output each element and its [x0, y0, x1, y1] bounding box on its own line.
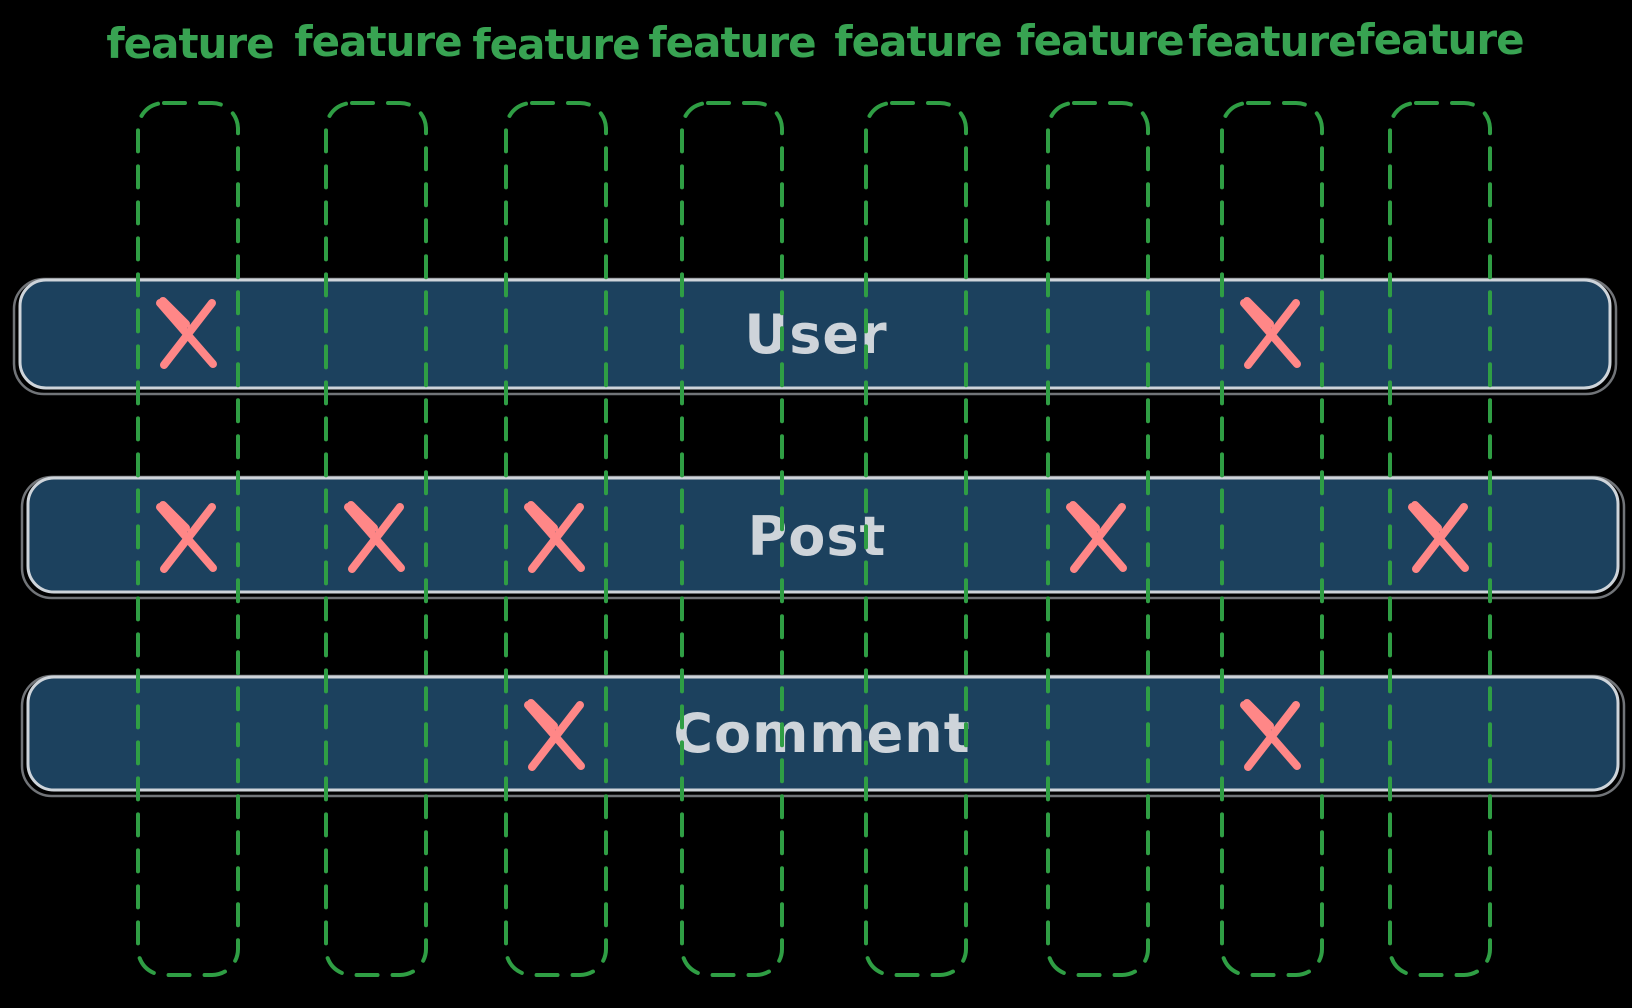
x-mark-icon [156, 297, 217, 369]
feature-column-outline [1046, 101, 1150, 977]
feature-column-label: feature [106, 19, 273, 68]
feature-column-1: feature [106, 19, 275, 977]
feature-column-label: feature [1356, 15, 1523, 64]
feature-column-outline [680, 101, 784, 977]
feature-column-6: feature [1016, 16, 1185, 977]
entity-bar-comment: Comment [20, 674, 1626, 798]
x-mark-icon [524, 501, 585, 573]
feature-column-outline [1220, 101, 1324, 977]
feature-column-4: feature [648, 18, 817, 977]
x-mark-icon [1066, 501, 1127, 573]
x-mark-icon [524, 699, 585, 771]
post-bar-label: Post [748, 505, 887, 568]
feature-column-label: feature [472, 20, 639, 69]
feature-column-outline [136, 101, 240, 977]
comment-bar-label: Comment [673, 702, 970, 765]
feature-column-outline [864, 101, 968, 977]
entity-bars: User Post Comment [12, 277, 1626, 798]
entity-bar-user: User [12, 277, 1618, 396]
x-mark-icon [1240, 699, 1301, 771]
x-mark-icon [1240, 297, 1301, 369]
x-mark-icon [1408, 501, 1469, 573]
feature-column-3: feature [472, 20, 641, 977]
feature-columns: feature feature feature feature feature … [106, 15, 1525, 977]
cross-marks [156, 297, 1469, 771]
feature-column-5: feature [834, 17, 1003, 977]
feature-column-outline [504, 101, 608, 977]
feature-column-outline [1388, 101, 1492, 977]
entity-bar-post: Post [20, 475, 1626, 600]
user-bar [18, 278, 1612, 390]
x-mark-icon [344, 501, 405, 573]
user-bar-label: User [744, 303, 887, 366]
feature-column-outline [324, 101, 428, 977]
feature-column-7: feature [1188, 17, 1357, 977]
feature-column-label: feature [294, 17, 461, 66]
feature-column-label: feature [834, 17, 1001, 66]
feature-column-8: feature [1356, 15, 1525, 977]
feature-column-label: feature [648, 18, 815, 67]
feature-column-label: feature [1188, 17, 1355, 66]
feature-column-2: feature [294, 17, 463, 977]
x-mark-icon [156, 501, 217, 573]
feature-column-label: feature [1016, 16, 1183, 65]
